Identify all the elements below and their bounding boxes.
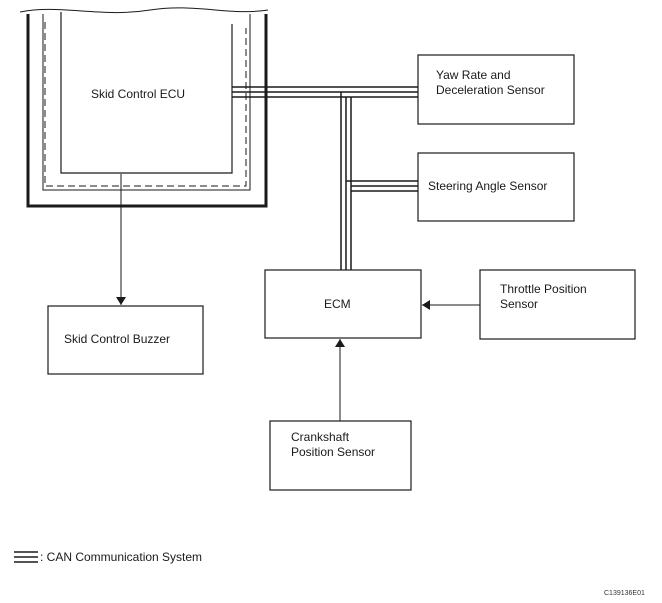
torn-edge-line xyxy=(19,7,269,14)
yaw-rate-sensor-label: Yaw Rate and Deceleration Sensor xyxy=(436,68,545,97)
can-bus-legend-icon xyxy=(14,551,38,563)
throttle-position-sensor-label: Throttle Position Sensor xyxy=(500,282,587,311)
part-code: C139136E01 xyxy=(604,590,645,597)
legend-label: : CAN Communication System xyxy=(40,550,203,564)
crankshaft-position-sensor-label: Crankshaft Position Sensor xyxy=(291,430,376,459)
steering-angle-sensor-label: Steering Angle Sensor xyxy=(428,179,548,193)
steering-angle-sensor-box xyxy=(417,152,575,222)
skid-control-ecu-label: Skid Control ECU xyxy=(91,87,186,101)
skid-control-buzzer-box xyxy=(47,305,204,375)
can-bus xyxy=(232,86,418,270)
skid-control-ecu-housing xyxy=(19,7,269,208)
ecm-label: ECM xyxy=(324,297,351,311)
yaw-rate-sensor-box xyxy=(417,54,575,125)
skid-control-buzzer-label: Skid Control Buzzer xyxy=(64,332,171,346)
ecm-box xyxy=(264,269,422,339)
